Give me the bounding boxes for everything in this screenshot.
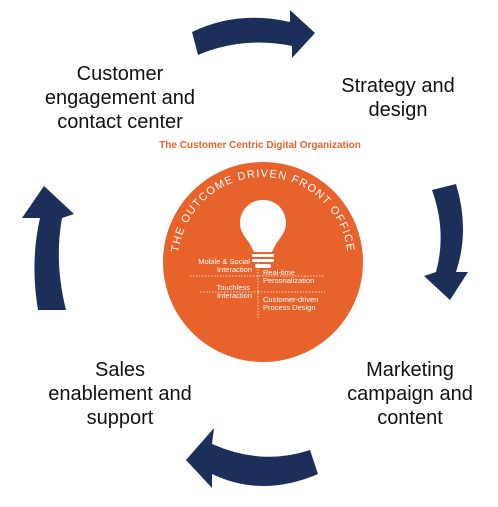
stage-strategy-design: Strategy and design — [341, 75, 455, 121]
arrow-bottom-icon — [186, 428, 318, 488]
organization-title: The Customer Centric Digital Organizatio… — [159, 140, 361, 151]
stage-customer-engagement: Customer engagement and contact center — [44, 63, 196, 133]
quadrant-touchless: Touchless Interaction — [217, 283, 252, 300]
arrow-right-icon — [424, 184, 468, 300]
quadrant-realtime-personalization: Real-time Personalization — [263, 268, 314, 285]
arrow-left-icon — [22, 186, 74, 310]
stage-sales-enablement: Sales enablement and support — [48, 359, 192, 429]
quadrant-customer-driven: Customer-driven Process Design — [263, 295, 321, 312]
stage-marketing: Marketing campaign and content — [347, 359, 473, 429]
quadrant-dividers — [190, 260, 325, 318]
arrow-top-icon — [192, 10, 315, 58]
quadrant-mobile-social: Mobile & Social Interaction — [198, 257, 252, 274]
lightbulb-icon — [240, 200, 286, 268]
